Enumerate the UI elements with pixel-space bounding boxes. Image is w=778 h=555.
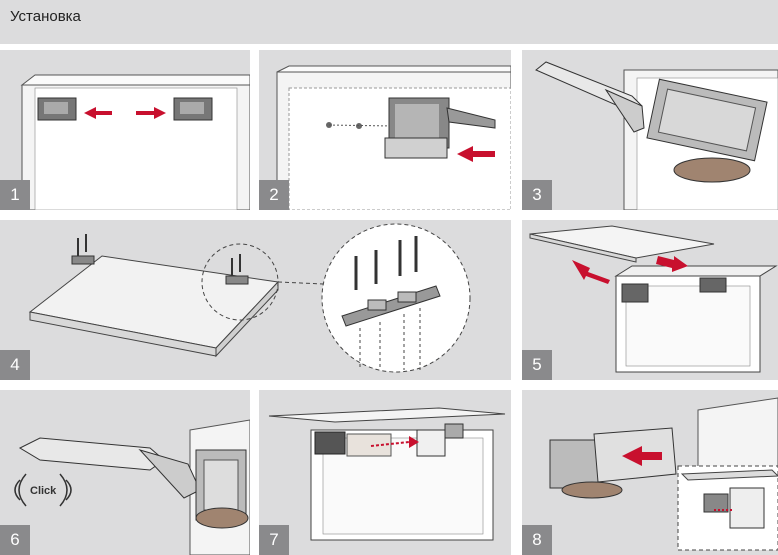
lift-mechanism-icon: [621, 277, 727, 303]
step-8-panel: 8: [522, 390, 778, 555]
lift-mechanism-right-icon: [173, 97, 213, 121]
click-sound-icon: [14, 473, 72, 507]
step-7-panel: 7: [259, 390, 511, 555]
click-sound-label: Click: [30, 485, 57, 497]
step-number-badge: 8: [522, 525, 552, 555]
lift-arm-icon: [535, 61, 645, 133]
lift-mechanism-icon: [549, 427, 677, 499]
step-2-illustration: [276, 65, 511, 210]
lift-mechanism-icon: [646, 78, 768, 183]
page-title: Установка: [10, 8, 81, 25]
step-1-panel: 1: [0, 50, 250, 210]
step-3-illustration: [535, 61, 778, 210]
step-2-panel: 2: [259, 50, 511, 210]
step-number-badge: 4: [0, 350, 30, 380]
step-number-badge: 6: [0, 525, 30, 555]
step-4-illustration: [28, 223, 471, 373]
step-6-illustration: Click: [14, 419, 250, 555]
cover-cap-icon: [703, 487, 765, 529]
step-number-badge: 1: [0, 180, 30, 210]
step-8-illustration: [549, 397, 778, 551]
step-6-panel: Click 6: [0, 390, 250, 555]
lift-mechanism-icon: [195, 449, 249, 529]
step-number-badge: 2: [259, 180, 289, 210]
mounting-bracket-right-icon: [225, 254, 249, 285]
bracket-detail-icon: [341, 236, 441, 370]
step-3-panel: 3: [522, 50, 778, 210]
step-5-panel: 5: [522, 220, 778, 380]
lift-mechanism-left-icon: [37, 97, 77, 121]
step-1-illustration: [20, 74, 250, 210]
step-number-badge: 3: [522, 180, 552, 210]
mounting-bracket-left-icon: [71, 234, 95, 265]
step-7-illustration: [268, 407, 506, 541]
step-5-illustration: [529, 225, 778, 373]
lift-mechanism-left-icon: [314, 431, 346, 455]
lift-mechanism-right-icon: [416, 423, 464, 457]
header-bar: Установка: [0, 0, 778, 44]
lift-mechanism-icon: [384, 97, 496, 159]
step-number-badge: 5: [522, 350, 552, 380]
step-number-badge: 7: [259, 525, 289, 555]
step-4-panel: 4: [0, 220, 511, 380]
